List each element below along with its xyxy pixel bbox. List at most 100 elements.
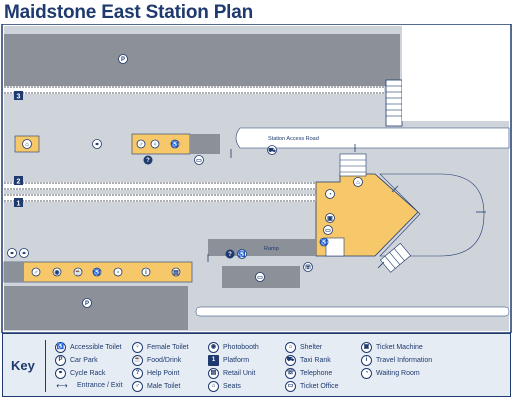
station-access-road bbox=[235, 127, 510, 149]
waiting-room-icon: ◔ bbox=[361, 368, 372, 379]
svg-text:♿: ♿ bbox=[171, 140, 179, 148]
car-park-icon: P bbox=[55, 355, 66, 366]
key-item-label: Ticket Office bbox=[300, 383, 339, 390]
svg-text:▣: ▣ bbox=[327, 216, 333, 222]
shelter-icon bbox=[22, 139, 32, 149]
svg-text:⚭: ⚭ bbox=[21, 251, 26, 257]
station-map: Station Access Road 3 2 1 Ramp P P ⌂ bbox=[1, 24, 512, 333]
key-item-help-point: ? Help Point bbox=[132, 368, 179, 379]
key-item-label: Telephone bbox=[300, 370, 333, 377]
key-item-waiting-room: ◔ Waiting Room bbox=[361, 368, 420, 379]
key-item-label: Waiting Room bbox=[376, 370, 420, 377]
travel-information-icon: i bbox=[361, 355, 372, 366]
cycle-rack-icon: ⚭ bbox=[55, 368, 66, 379]
svg-text:♿: ♿ bbox=[320, 238, 328, 246]
dark-building-platform-3 bbox=[190, 134, 220, 154]
retail-unit-icon: ▤ bbox=[208, 368, 219, 379]
svg-text:♿: ♿ bbox=[93, 268, 101, 276]
key-item-telephone: ☏ Telephone bbox=[285, 368, 332, 379]
key-item-taxi-rank: ⛟ Taxi Rank bbox=[285, 355, 331, 366]
svg-text:?: ? bbox=[146, 158, 150, 164]
ramp-label: Ramp bbox=[264, 246, 279, 252]
car-park-icon bbox=[82, 298, 92, 308]
seats-icon bbox=[194, 155, 204, 165]
telephone-icon: ☏ bbox=[285, 368, 296, 379]
svg-text:♿: ♿ bbox=[238, 250, 246, 258]
key-item-label: Ticket Machine bbox=[376, 344, 423, 351]
key-item-cycle-rack: ⚭ Cycle Rack bbox=[55, 368, 105, 379]
svg-text:▭: ▭ bbox=[196, 158, 202, 164]
key-panel: Key ♿ Accessible Toilet P Car Park ⚭ Cyc… bbox=[2, 333, 511, 397]
entrance-arrow bbox=[391, 185, 399, 193]
entrance-arrow bbox=[377, 261, 385, 269]
ticket-machine-icon: ▣ bbox=[361, 342, 372, 353]
svg-text:⛟: ⛟ bbox=[268, 147, 276, 154]
bottom-road bbox=[195, 306, 510, 317]
key-item-shelter: ⌂ Shelter bbox=[285, 342, 322, 353]
svg-text:⚭: ⚭ bbox=[9, 251, 14, 257]
ticket-machine-icon bbox=[325, 213, 335, 223]
retail-unit-icon bbox=[171, 267, 181, 277]
ticket-office-icon bbox=[255, 272, 265, 282]
accessible-toilet-icon: ♿ bbox=[55, 342, 66, 353]
taxi-rank-icon bbox=[267, 145, 277, 155]
help-point-icon bbox=[143, 155, 153, 165]
entrance-exit-icon: ⟷ bbox=[56, 381, 68, 390]
food-drink-icon: ☕ bbox=[132, 355, 143, 366]
svg-text:♀: ♀ bbox=[153, 142, 158, 148]
accessible-icon bbox=[237, 249, 247, 259]
key-item-label: Retail Unit bbox=[223, 370, 256, 377]
male-toilet-icon bbox=[136, 139, 146, 149]
key-item-label: Photobooth bbox=[223, 344, 259, 351]
seats-icon: ⌂ bbox=[208, 381, 219, 392]
stairs-ramp bbox=[325, 237, 345, 257]
svg-text:▤: ▤ bbox=[173, 270, 179, 276]
road-label: Station Access Road bbox=[268, 136, 319, 142]
food-drink-icon bbox=[73, 267, 83, 277]
shelter-icon bbox=[353, 177, 363, 187]
svg-text:i: i bbox=[145, 270, 147, 276]
ramp bbox=[208, 239, 316, 256]
key-item-label: Taxi Rank bbox=[300, 357, 331, 364]
key-item-travel-information: i Travel Information bbox=[361, 355, 432, 366]
key-item-ticket-machine: ▣ Ticket Machine bbox=[361, 342, 423, 353]
svg-text:⚭: ⚭ bbox=[94, 142, 99, 148]
track-1 bbox=[4, 194, 316, 202]
key-item-label: Car Park bbox=[70, 357, 98, 364]
key-item-label: Entrance / Exit bbox=[77, 382, 123, 389]
key-item-accessible-toilet: ♿ Accessible Toilet bbox=[55, 342, 122, 353]
svg-text:⌂: ⌂ bbox=[356, 180, 360, 186]
svg-text:▭: ▭ bbox=[325, 228, 331, 234]
car-park-top bbox=[4, 34, 400, 86]
key-item-food-drink: ☕ Food/Drink bbox=[132, 355, 181, 366]
forecourt bbox=[379, 173, 485, 257]
cycle-rack-icon bbox=[92, 139, 102, 149]
cycle-rack-icon bbox=[7, 248, 17, 258]
key-item-label: Travel Information bbox=[376, 357, 433, 364]
female-toilet-icon bbox=[150, 139, 160, 149]
key-item-entrance-exit: ⟷ Entrance / Exit bbox=[51, 381, 123, 390]
key-label: Key bbox=[11, 358, 35, 373]
key-item-label: Accessible Toilet bbox=[70, 344, 122, 351]
accessible-toilet-icon bbox=[170, 139, 180, 149]
key-item-retail-unit: ▤ Retail Unit bbox=[208, 368, 255, 379]
taxi-rank-icon: ⛟ bbox=[285, 355, 296, 366]
svg-text:◔: ◔ bbox=[328, 192, 332, 198]
svg-text:☏: ☏ bbox=[304, 264, 312, 271]
key-item-label: Female Toilet bbox=[147, 344, 189, 351]
page-title: Maidstone East Station Plan bbox=[4, 2, 254, 23]
platform-2-badge: 2 bbox=[17, 179, 21, 186]
stairs-building bbox=[339, 153, 367, 177]
stairs-diagonal bbox=[379, 242, 412, 273]
key-item-male-toilet: ♂ Male Toilet bbox=[132, 381, 180, 392]
key-item-seats: ⌂ Seats bbox=[208, 381, 241, 392]
key-item-label: Male Toilet bbox=[147, 383, 181, 390]
key-item-label: Food/Drink bbox=[147, 357, 182, 364]
forecourt-top bbox=[402, 26, 509, 121]
telephone-icon bbox=[303, 262, 313, 272]
key-item-photobooth: ◉ Photobooth bbox=[208, 342, 259, 353]
waiting-room-icon bbox=[325, 189, 335, 199]
key-item-label: Platform bbox=[223, 357, 250, 364]
key-divider bbox=[45, 340, 46, 392]
car-park-icon bbox=[118, 54, 128, 64]
